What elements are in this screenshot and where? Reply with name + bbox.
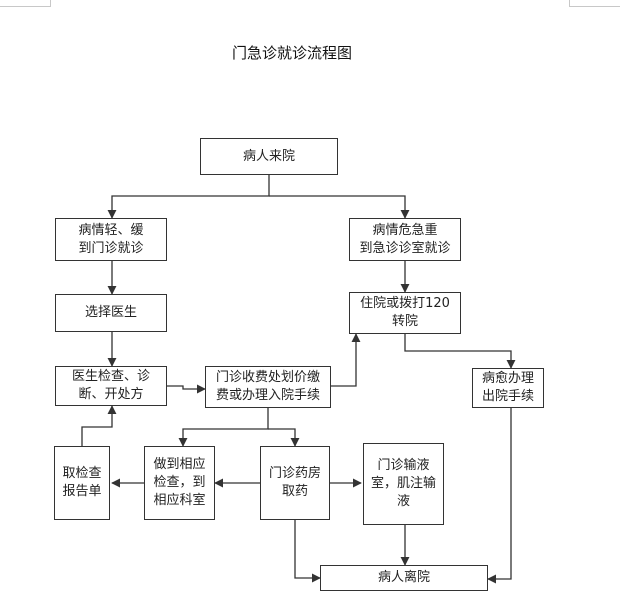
node-label: 门诊输液 室，肌注输 液 [370,458,436,509]
node-label: 选择医生 [84,305,137,320]
node-hospitalize-or-transfer: 住院或拨打120 转院 [349,292,461,334]
node-label: 病人离院 [377,570,430,585]
node-label: 病情危急重 到急诊诊室就诊 [359,222,451,256]
node-get-report: 取检查 报告单 [54,446,110,520]
node-patient-arrival: 病人来院 [200,138,338,175]
arrow-billing-to-tests [178,408,269,447]
diagram-title: 门急诊就诊流程图 [231,44,352,62]
arrow-hospitalize-to-recovered [404,334,516,369]
node-label: 取检查 报告单 [62,466,102,499]
arrow-report-to-exam [81,405,117,446]
node-label: 病人来院 [242,148,295,164]
node-mild-outpatient: 病情轻、缓 到门诊就诊 [55,218,167,261]
node-critical-emergency: 病情危急重 到急诊诊室就诊 [349,218,461,261]
node-billing: 门诊收费处划价缴 费或办理入院手续 [205,366,331,408]
node-label: 做到相应 检查，到 相应科室 [153,457,206,508]
node-label: 病愈办理 出院手续 [481,371,534,404]
arrow-arrival-to-mild [107,175,270,219]
arrow-recovered-to-leave [487,408,512,584]
arrow-pharmacy-to-leave [294,520,321,583]
node-label: 医生检查、诊 断、开处方 [71,369,150,402]
page-corner-mark-right [569,0,620,7]
arrow-billing-to-hospitalize [331,333,361,387]
node-pharmacy: 门诊药房 取药 [260,446,330,520]
node-doctor-exam: 医生检查、诊 断、开处方 [55,366,167,406]
node-patient-leave: 病人离院 [320,565,488,591]
node-label: 门诊收费处划价缴 费或办理入院手续 [215,370,320,403]
arrow-exam-to-billing [166,384,206,394]
node-choose-doctor: 选择医生 [55,294,167,332]
node-label: 门诊药房 取药 [268,466,321,499]
node-label: 住院或拨打120 转院 [360,296,450,329]
page-corner-mark-left [0,0,51,7]
node-label: 病情轻、缓 到门诊就诊 [78,222,144,256]
node-infusion-room: 门诊输液 室，肌注输 液 [363,443,444,525]
arrow-arrival-to-critical [269,195,410,219]
node-recovered-discharge: 病愈办理 出院手续 [472,368,544,408]
arrow-billing-to-pharmacy [268,428,300,447]
node-tests-department: 做到相应 检查，到 相应科室 [144,446,215,520]
